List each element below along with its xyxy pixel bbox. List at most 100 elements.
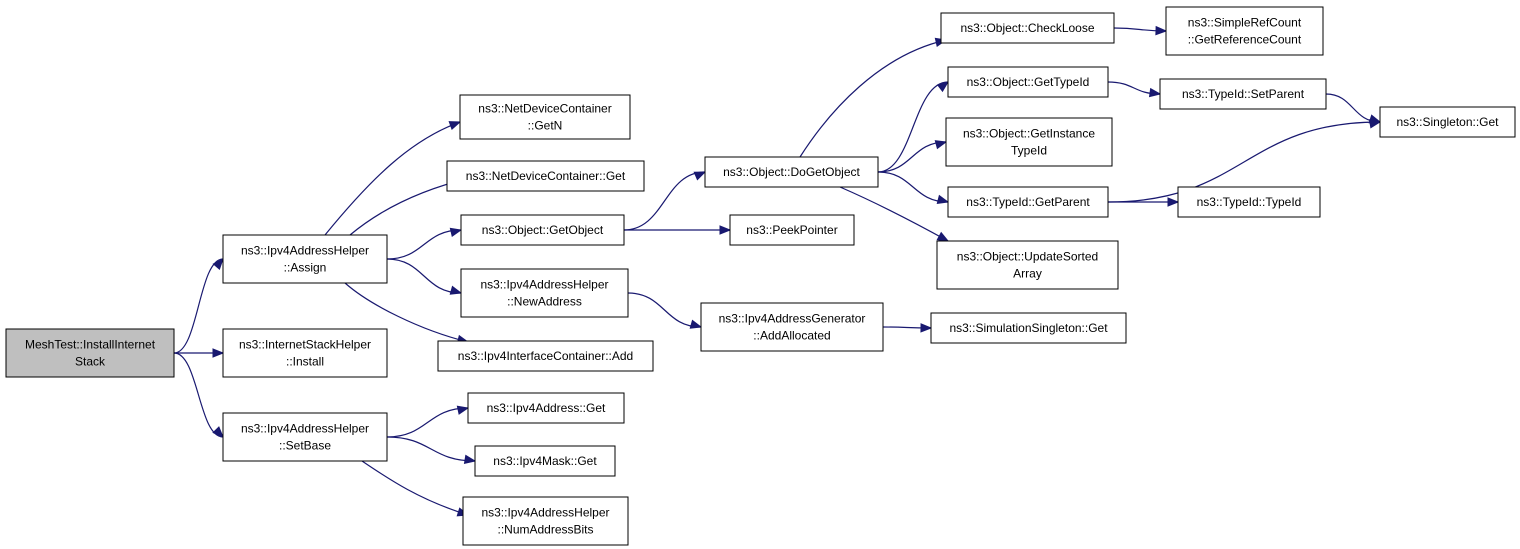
edge-line bbox=[877, 171, 949, 203]
node-getobject[interactable]: ns3::Object::GetObject bbox=[460, 214, 625, 246]
edge-line bbox=[1107, 121, 1381, 203]
edge-getobject-to-peekpointer bbox=[623, 225, 732, 235]
node-label: ns3::TypeId::GetParent bbox=[966, 195, 1090, 209]
edge-gettypeid-to-setparent bbox=[1107, 81, 1162, 98]
node-label: ::GetReferenceCount bbox=[1188, 33, 1302, 47]
arrowhead bbox=[449, 227, 463, 238]
node-singletonget[interactable]: ns3::Singleton::Get bbox=[1379, 106, 1516, 138]
node-label: ns3::Ipv4AddressHelper bbox=[241, 422, 369, 436]
nodes-layer: MeshTest::InstallInternetStackns3::Ipv4A… bbox=[5, 6, 1516, 546]
arrowhead bbox=[1167, 197, 1180, 207]
arrowhead bbox=[936, 81, 950, 93]
node-addrget[interactable]: ns3::Ipv4Address::Get bbox=[467, 392, 625, 424]
node-label: ns3::SimpleRefCount bbox=[1188, 16, 1302, 30]
arrowhead bbox=[456, 405, 470, 415]
arrowhead bbox=[1368, 119, 1382, 129]
arrowhead bbox=[693, 171, 707, 181]
node-box bbox=[460, 268, 629, 318]
node-simsingleton[interactable]: ns3::SimulationSingleton::Get bbox=[930, 312, 1127, 344]
node-getn[interactable]: ns3::NetDeviceContainer::GetN bbox=[459, 94, 631, 140]
node-box bbox=[5, 328, 175, 378]
node-install[interactable]: ns3::InternetStackHelper::Install bbox=[222, 328, 388, 378]
edge-line bbox=[361, 460, 469, 516]
node-gettypeid[interactable]: ns3::Object::GetTypeId bbox=[947, 66, 1109, 98]
node-box bbox=[729, 214, 855, 246]
edge-line bbox=[627, 292, 702, 328]
node-label: ns3::NetDeviceContainer bbox=[478, 102, 611, 116]
node-label: ns3::NetDeviceContainer::Get bbox=[466, 169, 626, 183]
node-label: ns3::Object::UpdateSorted bbox=[957, 250, 1098, 264]
node-label: ns3::Ipv4AddressHelper bbox=[481, 506, 609, 520]
node-label: ::SetBase bbox=[279, 439, 331, 453]
node-label: TypeId bbox=[1011, 144, 1047, 158]
node-maskget[interactable]: ns3::Ipv4Mask::Get bbox=[474, 445, 616, 477]
arrowhead bbox=[920, 323, 933, 333]
edge-line bbox=[324, 121, 461, 236]
node-box bbox=[940, 12, 1115, 44]
node-box bbox=[947, 66, 1109, 98]
node-box bbox=[462, 496, 629, 546]
node-label: ::GetN bbox=[528, 119, 563, 133]
node-label: MeshTest::InstallInternet bbox=[25, 338, 156, 352]
node-getrefcount[interactable]: ns3::SimpleRefCount::GetReferenceCount bbox=[1165, 6, 1324, 56]
node-numbits[interactable]: ns3::Ipv4AddressHelper::NumAddressBits bbox=[462, 496, 629, 546]
node-label: ::NewAddress bbox=[507, 295, 582, 309]
node-setparent[interactable]: ns3::TypeId::SetParent bbox=[1159, 78, 1327, 110]
edge-dogetobject-to-checkloose bbox=[799, 37, 948, 158]
edge-setbase-to-maskget bbox=[386, 436, 477, 464]
edge-line bbox=[623, 171, 706, 231]
node-label: ns3::Object::GetTypeId bbox=[967, 75, 1090, 89]
node-box bbox=[930, 312, 1127, 344]
node-setbase[interactable]: ns3::Ipv4AddressHelper::SetBase bbox=[222, 412, 388, 462]
node-getparent[interactable]: ns3::TypeId::GetParent bbox=[947, 186, 1109, 218]
node-label: ns3::Ipv4InterfaceContainer::Add bbox=[458, 349, 633, 363]
node-label: ns3::Singleton::Get bbox=[1396, 115, 1499, 129]
node-label: ns3::TypeId::TypeId bbox=[1197, 195, 1302, 209]
node-newaddress[interactable]: ns3::Ipv4AddressHelper::NewAddress bbox=[460, 268, 629, 318]
edge-setbase-to-numbits bbox=[361, 460, 470, 517]
node-typeid[interactable]: ns3::TypeId::TypeId bbox=[1177, 186, 1321, 218]
edge-dogetobject-to-getparent bbox=[877, 171, 950, 204]
node-label: ::AddAllocated bbox=[753, 329, 830, 343]
edge-line bbox=[173, 258, 224, 354]
node-peekpointer[interactable]: ns3::PeekPointer bbox=[729, 214, 855, 246]
node-box bbox=[704, 156, 879, 188]
node-assign[interactable]: ns3::Ipv4AddressHelper::Assign bbox=[222, 234, 388, 284]
node-box bbox=[1159, 78, 1327, 110]
edge-setparent-to-singletonget bbox=[1325, 93, 1382, 124]
arrowhead bbox=[1148, 87, 1162, 98]
node-box bbox=[700, 302, 884, 352]
arrowhead bbox=[936, 194, 950, 204]
node-box bbox=[945, 117, 1113, 167]
arrowhead bbox=[934, 140, 948, 150]
node-label: ::Install bbox=[286, 355, 324, 369]
node-box bbox=[474, 445, 616, 477]
arrowhead bbox=[463, 454, 477, 464]
node-box bbox=[1165, 6, 1324, 56]
node-dogetobject[interactable]: ns3::Object::DoGetObject bbox=[704, 156, 879, 188]
edge-line bbox=[386, 407, 469, 438]
arrowhead bbox=[1155, 25, 1168, 36]
edge-line bbox=[877, 81, 949, 173]
edge-setbase-to-addrget bbox=[386, 405, 470, 438]
edge-root-to-assign bbox=[173, 257, 224, 354]
node-box bbox=[460, 214, 625, 246]
arrowhead bbox=[689, 319, 703, 329]
arrowhead bbox=[719, 225, 732, 235]
edge-root-to-setbase bbox=[173, 352, 224, 438]
node-ndcget[interactable]: ns3::NetDeviceContainer::Get bbox=[446, 160, 645, 192]
edge-root-to-install bbox=[174, 348, 225, 358]
node-label: ns3::Ipv4AddressGenerator bbox=[719, 312, 866, 326]
node-label: Stack bbox=[75, 355, 106, 369]
edge-line bbox=[386, 436, 476, 462]
node-checkloose[interactable]: ns3::Object::CheckLoose bbox=[940, 12, 1115, 44]
node-addallocated[interactable]: ns3::Ipv4AddressGenerator::AddAllocated bbox=[700, 302, 884, 352]
node-ificadd[interactable]: ns3::Ipv4InterfaceContainer::Add bbox=[437, 340, 654, 372]
node-box bbox=[1177, 186, 1321, 218]
edge-line bbox=[799, 39, 947, 158]
node-box bbox=[459, 94, 631, 140]
